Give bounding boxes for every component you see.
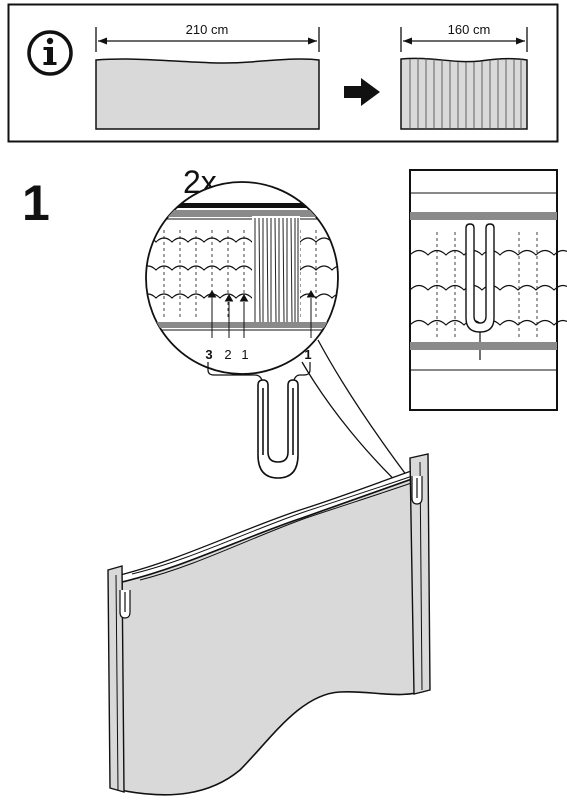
pleated-fabric xyxy=(400,57,528,130)
pleat-position-3: 3 xyxy=(205,347,212,362)
detail-inset xyxy=(409,169,567,411)
curtain xyxy=(107,453,431,796)
after-dimension xyxy=(400,27,528,52)
step-illustration: 2x xyxy=(107,164,567,796)
info-panel-frame xyxy=(7,3,559,143)
pleat-position-alt-1: 1 xyxy=(304,347,311,362)
before-dimension xyxy=(95,27,320,52)
info-icon xyxy=(27,30,73,76)
before-width-label: 210 cm xyxy=(186,22,229,37)
info-panel: 210 cm 160 cm xyxy=(7,3,559,143)
pleat-position-2: 2 xyxy=(224,347,231,362)
flat-fabric xyxy=(95,58,320,130)
magnifier-pointer xyxy=(301,339,411,491)
right-arrow-icon xyxy=(344,78,380,106)
step-number: 1 xyxy=(22,175,50,231)
gathered-pleat xyxy=(252,216,300,324)
pleat-hook xyxy=(257,379,299,479)
curtain-fabric xyxy=(119,472,429,796)
curtain-hook-right xyxy=(411,476,423,505)
pleat-position-1: 1 xyxy=(241,347,248,362)
after-width-label: 160 cm xyxy=(448,22,491,37)
curtain-hook-left xyxy=(119,590,131,619)
inset-hook xyxy=(465,223,495,333)
magnifier xyxy=(145,181,339,375)
